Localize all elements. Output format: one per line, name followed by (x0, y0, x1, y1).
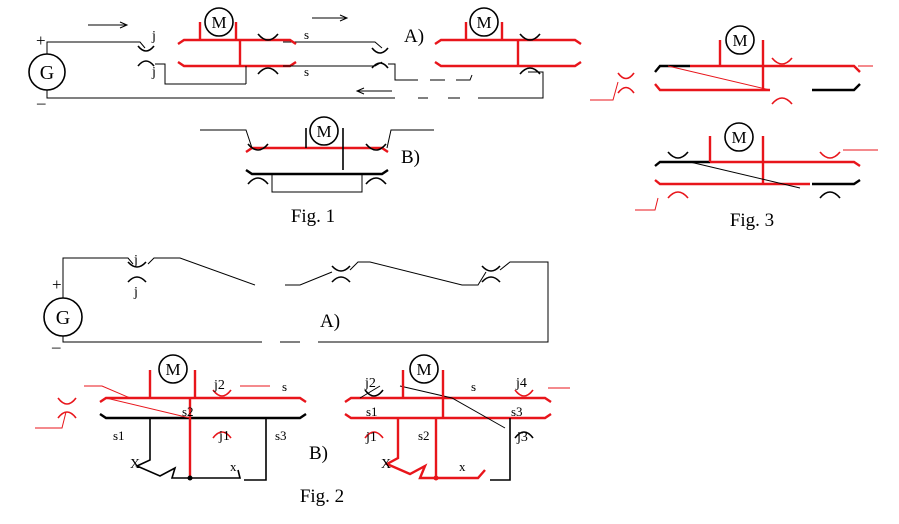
fig2-contact-2 (331, 265, 351, 283)
current-arrow-top-left (88, 21, 129, 29)
left-x: x (230, 459, 237, 474)
right-x: x (459, 459, 466, 474)
fig2-contact-j-top: j (133, 253, 138, 268)
right-j3: j3 (516, 430, 528, 445)
rail-s-bottom-label: s (304, 64, 309, 79)
contact-j-top-label: j (151, 29, 156, 44)
right-j4: j4 (515, 376, 527, 391)
minus-sign-2: – (51, 337, 61, 356)
fig2-b-right (344, 370, 570, 481)
motor-3a-label: M (732, 31, 747, 50)
plus-sign-2: + (52, 275, 62, 294)
supply-wire-negative (46, 71, 544, 99)
fig3-caption: Fig. 3 (730, 210, 774, 231)
right-s: s (471, 379, 476, 394)
motor-3a-circle (725, 25, 755, 55)
motor-2b-circle (409, 354, 439, 384)
motor-2a-circle (158, 354, 188, 384)
left-j1: j1 (218, 429, 230, 444)
plus-sign: + (36, 31, 46, 50)
left-s2: s2 (182, 404, 194, 419)
left-s: s (282, 379, 287, 394)
fig2-contact-1 (127, 261, 147, 283)
fig2-contact-3 (481, 265, 501, 283)
right-X: X (381, 457, 391, 472)
left-X: X (130, 457, 140, 472)
left-j2: j2 (213, 378, 225, 393)
fig3: M M Fig. 3 (590, 25, 878, 231)
fig2-b-left (35, 370, 307, 481)
locomotive-left (177, 22, 383, 84)
fig1-label-b: B) (401, 147, 420, 168)
fig2: G + – j j A) M j (35, 253, 570, 507)
fig2-contact-j-bottom: j (133, 285, 138, 300)
locomotive-right (434, 22, 582, 75)
right-s1: s1 (366, 404, 378, 419)
fig2-label-a: A) (320, 311, 340, 332)
left-s1: s1 (113, 428, 125, 443)
right-s2: s2 (418, 428, 430, 443)
motor-1a-label: M (211, 13, 226, 32)
motor-3b-circle (724, 122, 754, 152)
fig3-contact-top (617, 72, 635, 94)
rail-wire-top (283, 41, 383, 49)
contact-j-1 (137, 45, 155, 67)
right-j1: j1 (365, 430, 377, 445)
generator-label: G (40, 62, 54, 84)
fig1: G + – j j M s s (28, 7, 582, 227)
fig1-caption: Fig. 1 (291, 206, 335, 227)
left-s3: s3 (275, 428, 287, 443)
motor-2b-label: M (416, 360, 431, 379)
motor-1c-circle (309, 116, 339, 146)
current-arrow-bottom (355, 87, 392, 95)
motor-3b-label: M (731, 128, 746, 147)
right-j2: j2 (364, 376, 376, 391)
minus-sign: – (36, 93, 46, 112)
return-wire-2 (388, 63, 473, 81)
motor-1b-label: M (476, 13, 491, 32)
contact-j-bottom-label: j (151, 65, 156, 80)
right-s3: s3 (511, 404, 523, 419)
fig2-caption: Fig. 2 (300, 486, 344, 507)
return-wire-1 (155, 63, 246, 85)
fig1-label-a: A) (404, 26, 424, 47)
motor-1b-circle (469, 7, 499, 37)
fig2-label-b: B) (309, 443, 328, 464)
fig2-wire-negative (62, 336, 262, 343)
supply-wire-positive (46, 41, 146, 54)
motor-2a-label: M (165, 360, 180, 379)
fig2-wire-positive (62, 257, 134, 298)
generator-2-label: G (56, 307, 70, 329)
motor-1a-circle (204, 7, 234, 37)
fig1-b-diagram (200, 128, 434, 193)
contact-j-2 (371, 47, 389, 69)
current-arrow-top-right (312, 14, 349, 22)
motor-1c-label: M (316, 122, 331, 141)
rail-s-top-label: s (304, 27, 309, 42)
